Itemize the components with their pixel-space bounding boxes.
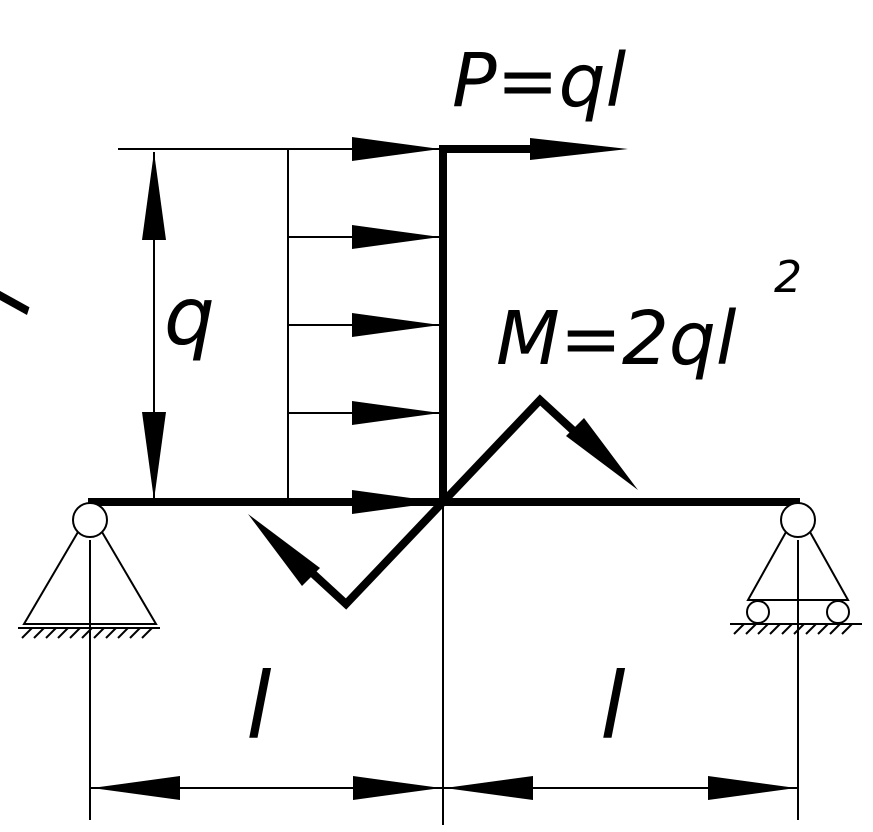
load-intensity-label: q (164, 270, 215, 363)
right-hinge (780, 502, 816, 538)
roller-left (746, 600, 770, 624)
load-arrowhead-1 (352, 137, 440, 161)
span-left-arrowhead-end (353, 776, 441, 800)
span-right-arrowhead-start (445, 776, 533, 800)
load-arrowhead-2 (352, 225, 440, 249)
force-p-arrowhead (530, 138, 628, 160)
load-arrowhead-3 (352, 313, 440, 337)
span-right-arrowhead-end (708, 776, 796, 800)
moment-arrowhead-lower (248, 514, 320, 586)
left-hinge (72, 502, 108, 538)
force-p-arrow (530, 138, 628, 160)
moment-arrowhead-upper (566, 418, 638, 490)
right-ground-hatch (733, 623, 853, 635)
moment-label: M=2ql (496, 296, 737, 382)
moment-upper-arm (440, 394, 593, 505)
span-right-label: l (600, 653, 626, 760)
load-arrowhead-5 (352, 490, 440, 514)
right-roller-support (730, 502, 862, 635)
moment-symbol (248, 394, 638, 610)
force-label: P=ql (452, 38, 627, 124)
span-dimensions (89, 505, 799, 825)
load-arrowhead-4 (352, 401, 440, 425)
height-arrowhead-top (142, 152, 166, 240)
vertical-column (439, 145, 540, 502)
distributed-load (118, 137, 440, 514)
height-label: l (0, 269, 55, 325)
span-left-label: l (246, 653, 272, 760)
roller-right (826, 600, 850, 624)
moment-exponent: 2 (774, 252, 802, 303)
left-ground-hatch (21, 627, 153, 639)
moment-lower-arm (293, 499, 446, 610)
height-arrowhead-bottom (142, 412, 166, 500)
span-left-arrowhead-start (92, 776, 180, 800)
height-dimension (142, 152, 166, 500)
